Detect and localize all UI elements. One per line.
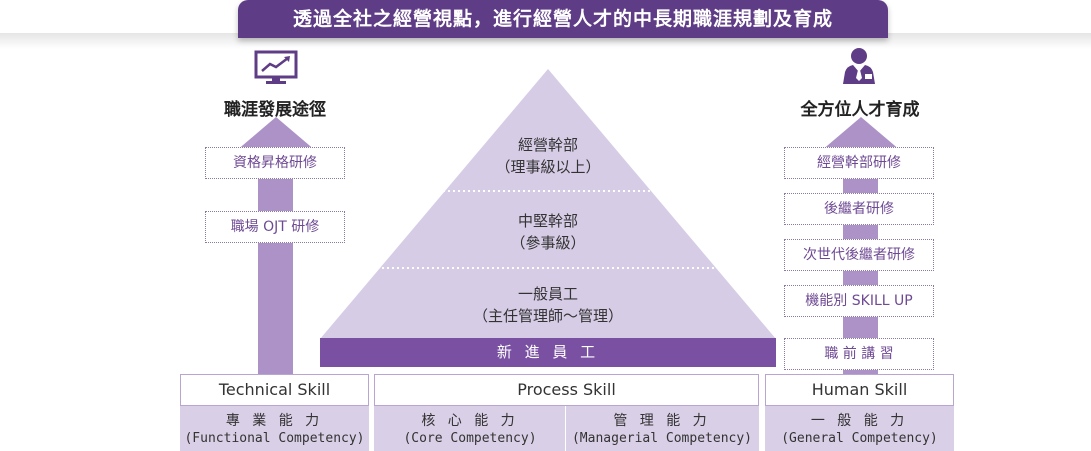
level-bottom-sub: （主任管理師～管理） <box>472 307 623 325</box>
technical-skill-body: 專 業 能 力 (Functional Competency) <box>180 406 369 451</box>
monitor-chart-icon <box>254 50 298 84</box>
human-skill-body: 一 般 能 力 (General Competency) <box>765 406 954 451</box>
level-top-name: 經營幹部 <box>517 136 578 154</box>
managerial-competency-sub: (Managerial Competency) <box>571 431 752 446</box>
managerial-competency-label: 管 理 能 力 <box>613 413 711 429</box>
page-banner: 透過全社之經營視點，進行經營人才的中長期職涯規劃及育成 <box>238 0 888 38</box>
pyramid-shape <box>320 69 776 339</box>
general-competency-sub: (General Competency) <box>781 431 938 446</box>
right-box-5: 職 前 講 習 <box>784 338 934 370</box>
left-box-1: 資格昇格研修 <box>205 147 345 179</box>
left-box-2: 職場 OJT 研修 <box>205 211 345 243</box>
level-middle-sub: （參事級） <box>510 234 586 252</box>
core-competency-cell: 核 心 能 力 (Core Competency) <box>375 406 565 447</box>
left-arrow-shaft <box>258 148 293 375</box>
core-competency-sub: (Core Competency) <box>403 431 537 446</box>
right-box-3: 次世代後繼者研修 <box>784 239 934 271</box>
pyramid-level-bottom: 一般員工 （主任管理師～管理） <box>418 283 678 327</box>
level-top-sub: （理事級以上） <box>495 158 601 176</box>
human-skill-header: Human Skill <box>765 374 954 406</box>
left-arrow-head <box>236 117 316 151</box>
general-competency-label: 一 般 能 力 <box>810 413 909 429</box>
functional-competency-sub: (Functional Competency) <box>184 431 365 446</box>
pyramid-level-middle: 中堅幹部 （參事級） <box>448 210 648 254</box>
managerial-competency-cell: 管 理 能 力 (Managerial Competency) <box>565 406 758 451</box>
functional-competency-label: 專 業 能 力 <box>225 413 324 429</box>
right-box-4: 機能別 SKILL UP <box>784 285 934 317</box>
career-path-title: 職涯發展途徑 <box>224 100 326 120</box>
technical-skill-header: Technical Skill <box>180 374 369 406</box>
core-competency-label: 核 心 能 力 <box>421 413 519 429</box>
right-box-2: 後繼者研修 <box>784 193 934 225</box>
process-skill-body: 核 心 能 力 (Core Competency) 管 理 能 力 (Manag… <box>374 406 759 451</box>
level-middle-name: 中堅幹部 <box>517 212 578 230</box>
process-skill-header: Process Skill <box>374 374 759 406</box>
right-arrow-head <box>821 117 901 151</box>
right-box-1: 經營幹部研修 <box>784 147 934 179</box>
business-person-icon <box>843 48 875 84</box>
pyramid-base-new-employees: 新 進 員 工 <box>320 338 776 367</box>
pyramid-level-top: 經營幹部 （理事級以上） <box>448 134 648 178</box>
talent-development-title: 全方位人才育成 <box>800 100 920 120</box>
level-bottom-name: 一般員工 <box>517 285 578 303</box>
